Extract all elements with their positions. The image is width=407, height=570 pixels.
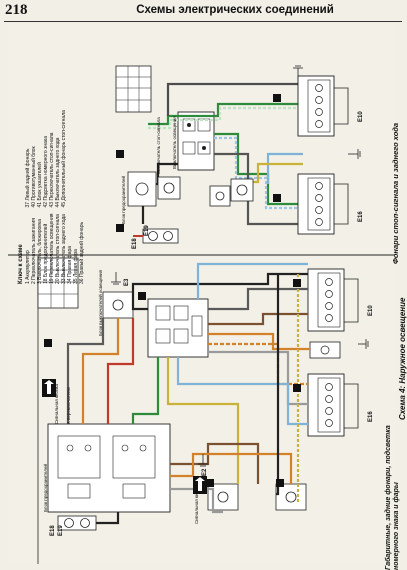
upper-lamp-cluster-e10 [297,75,349,137]
lower-lamp-cluster-e10 [307,268,359,332]
label-e19-lower: E19 [58,525,64,536]
lower-bulb-small [309,341,341,359]
label-e10-upper: E10 [358,111,364,122]
label-to-switch: К переключателю [66,387,71,424]
lower-lamp-cluster-e16 [307,373,359,437]
legend-column-left: 1 Аккумулятор 2 Переключатель зажигания … [25,214,85,285]
label-e3: E3 [124,278,130,286]
lower-switch-block [147,298,209,358]
label-lamp-switch: Блок выключателей освещения [97,269,103,336]
lower-fuse-box [47,423,171,513]
side-lights-caption-line2: номерного знака и фары [393,482,400,570]
label-e18-upper: E18 [132,238,138,249]
page-header: 218 Схемы электрических соединений [0,0,407,22]
label-signal-button-2: Сигнальная кнопка [194,484,199,524]
wiring-diagram-canvas: E10 E16 E10 E16 E18 E19 E18 E19 E2 E3 Бл… [8,24,396,564]
scheme-caption: Схема 4: Наружное освещение [398,297,407,420]
label-e18-lower: E18 [50,525,56,536]
connector-tags [44,94,301,487]
upper-lamp-e18 [133,228,179,244]
side-lights-caption: Габаритные, задние фонари, подсветка ном… [385,425,401,570]
upper-ground-symbols [293,65,361,159]
lower-ground-symbols [111,272,369,467]
upper-switch-block [177,111,215,171]
legend-item: 36 Правый задний фонарь [79,221,85,284]
lower-lamp-e18 [57,515,97,531]
legend-title: Ключ к схеме [18,244,24,284]
lower-wires [66,262,310,525]
upper-lamp-cluster-e16 [297,173,349,235]
label-fuse-block: Блок предохранителей [42,464,48,512]
upper-relay-blocks [127,171,254,207]
lower-relay [102,291,134,319]
legend-column-right: 37 Левый задний фонарь 40 Противотуманны… [25,110,85,207]
label-lamp-switch-upper: Выключатель освещения [172,116,177,169]
label-e16-upper: E16 [358,211,364,222]
wiring-diagram: E10 E16 E10 E16 E18 E19 E18 E19 E2 E3 Бл… [8,24,400,570]
upper-connector-table [115,65,152,113]
diagram-legend: Ключ к схеме 1 Аккумулятор 2 Переключате… [18,110,85,285]
legend-item: 45 Дополнительный фонарь стоп-сигнала [61,110,67,208]
label-fuse-block-upper: Блок предохранителей [120,176,126,224]
header-rule [4,21,402,22]
page-title: Схемы электрических соединений [136,4,334,16]
lower-connector-table [37,257,79,309]
label-e19-upper: E19 [144,225,150,236]
lower-arrow-badges [42,379,207,494]
label-brake-switch: Выключатель стоп-сигнала [156,117,161,174]
label-e16-lower: E16 [368,411,374,422]
page-number: 218 [5,2,28,18]
label-e10-lower: E10 [368,305,374,316]
side-lights-caption-line1: Габаритные, задние фонари, подсветка [385,425,392,570]
rear-lights-caption: Фонари стоп-сигнала и заднего хода [391,122,400,264]
label-signal-button: Сигнальная кнопка [54,384,59,424]
label-e2: E2 [202,468,208,476]
